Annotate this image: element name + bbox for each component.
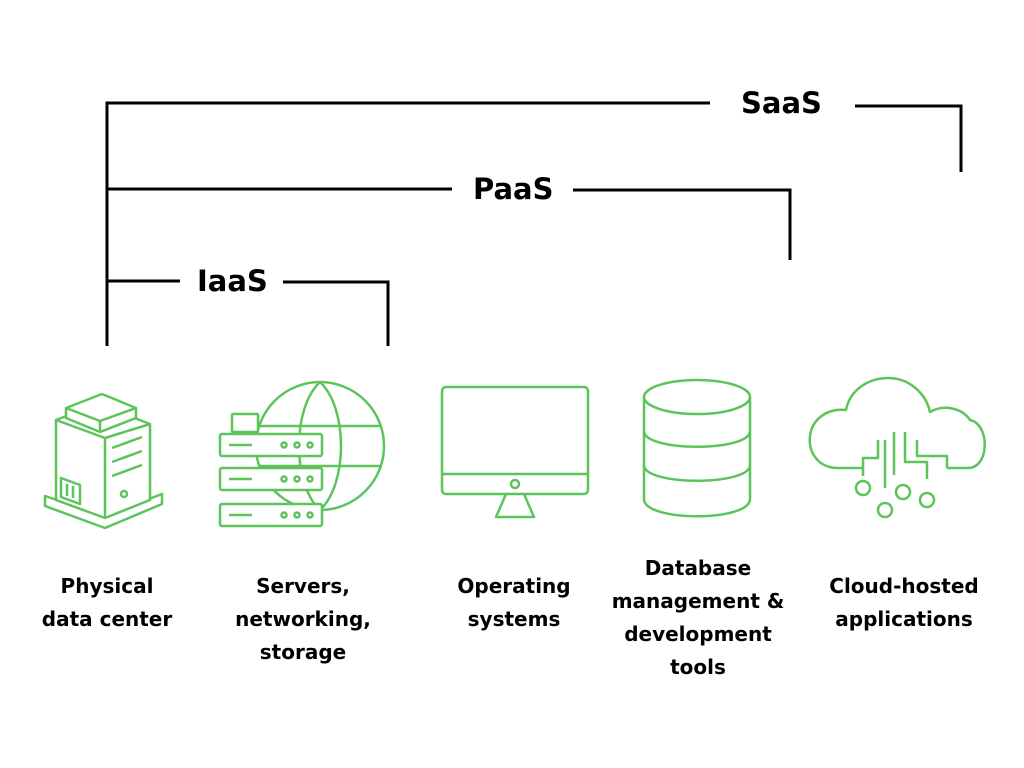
cloud-circuit-icon	[808, 376, 986, 519]
caption-operating-systems: Operating systems	[409, 570, 619, 636]
caption-servers-networking-storage: Servers, networking, storage	[198, 570, 408, 669]
caption-line: storage	[259, 640, 347, 664]
server-tower-icon	[43, 392, 164, 530]
caption-line: development	[624, 622, 772, 646]
tier-label-paas: PaaS	[473, 172, 554, 206]
saas-bracket	[105, 101, 963, 346]
caption-line: Servers,	[256, 574, 350, 598]
caption-line: Cloud-hosted	[829, 574, 979, 598]
caption-physical-data-center: Physical data center	[2, 570, 212, 636]
caption-line: tools	[670, 655, 726, 679]
caption-database-development-tools: Database management & development tools	[593, 552, 803, 684]
caption-line: management &	[611, 589, 785, 613]
caption-line: networking,	[235, 607, 371, 631]
database-icon	[642, 378, 752, 518]
caption-cloud-hosted-applications: Cloud-hosted applications	[799, 570, 1009, 636]
server-globe-icon	[218, 380, 386, 528]
caption-line: Operating	[457, 574, 571, 598]
caption-line: Physical	[60, 574, 154, 598]
monitor-icon	[440, 385, 590, 519]
bracket-lines	[105, 101, 963, 346]
caption-line: systems	[467, 607, 561, 631]
caption-line: data center	[41, 607, 173, 631]
iaas-bracket	[107, 279, 390, 346]
caption-line: applications	[835, 607, 973, 631]
tier-label-saas: SaaS	[741, 86, 822, 120]
caption-line: Database	[644, 556, 752, 580]
paas-bracket	[107, 187, 792, 260]
tier-label-iaas: IaaS	[197, 264, 268, 298]
